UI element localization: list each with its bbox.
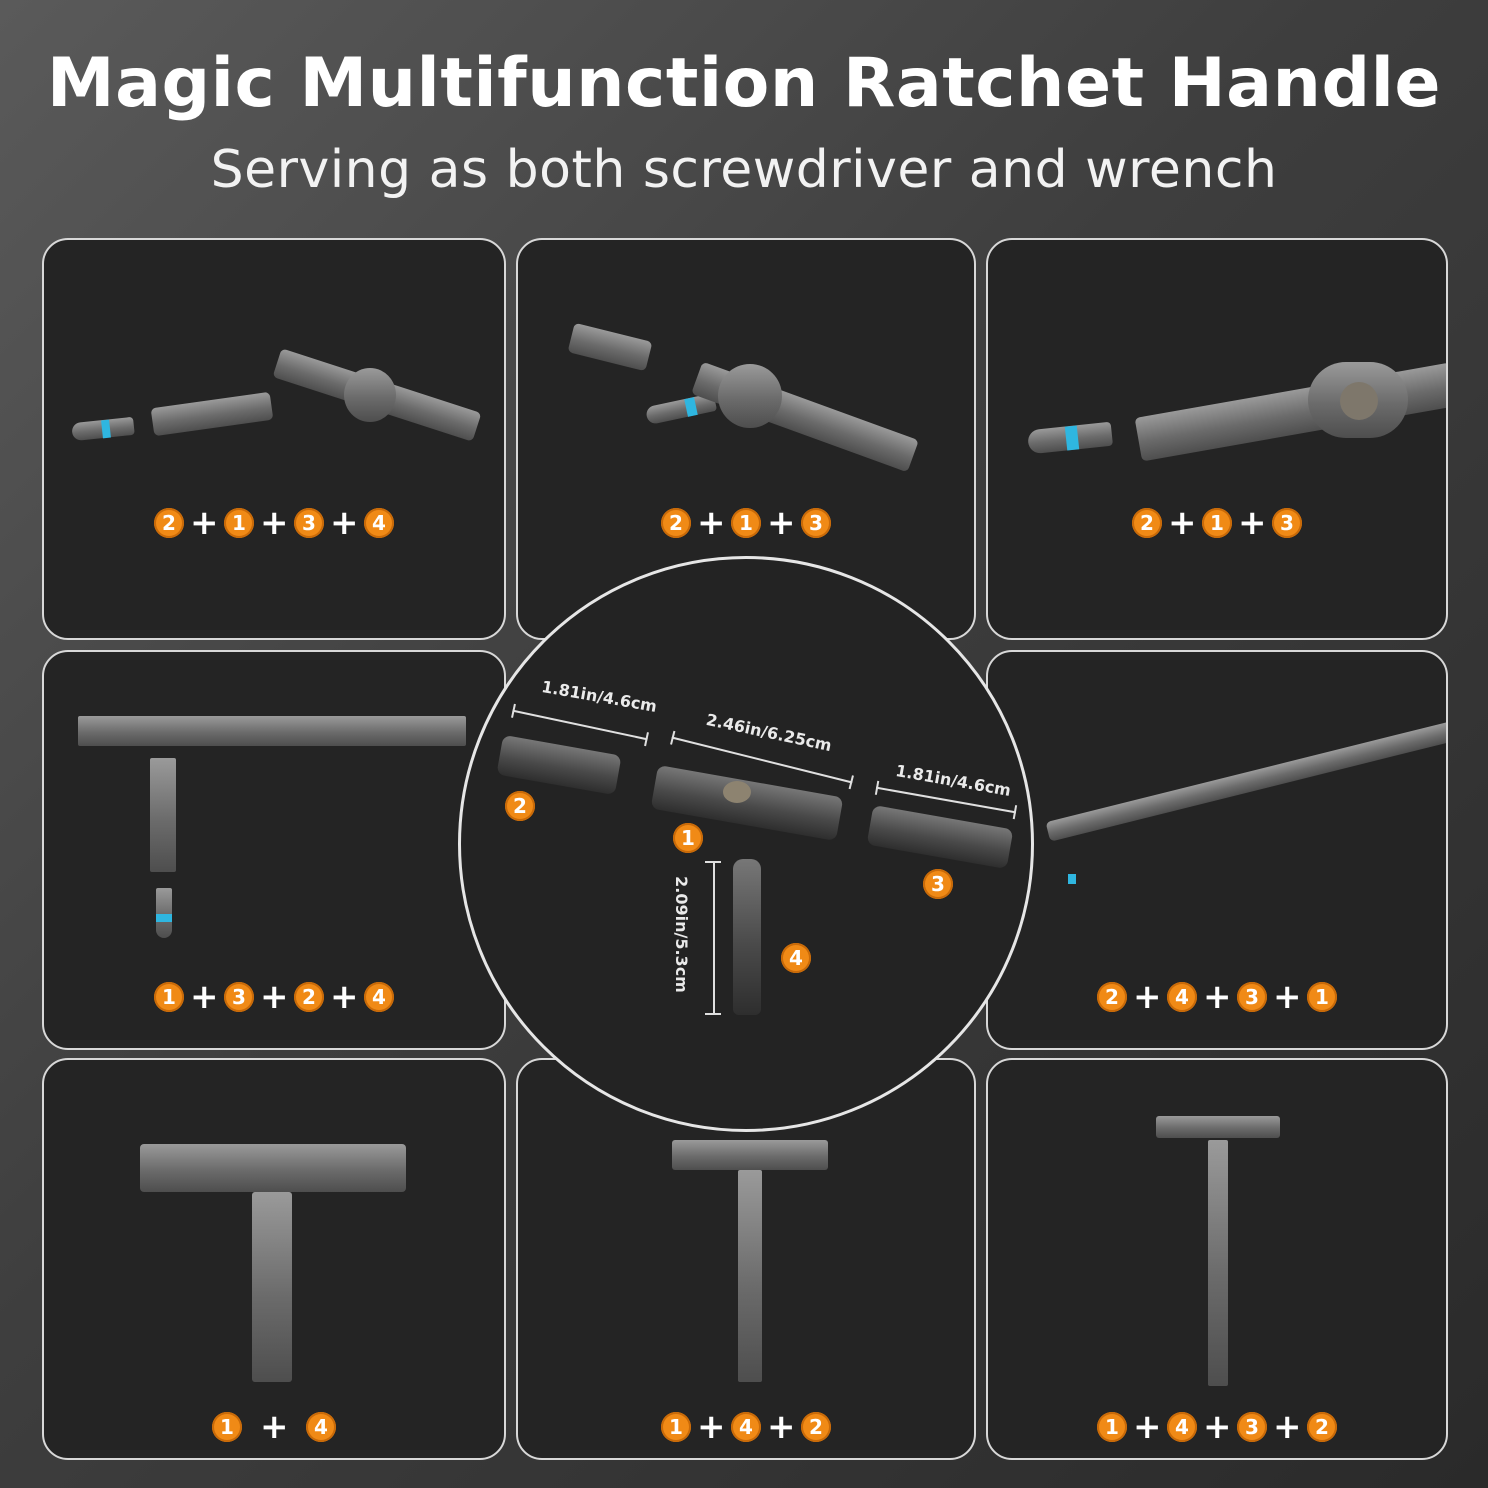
shaft-image xyxy=(150,758,176,872)
plus-icon: + xyxy=(1273,1407,1302,1447)
badge-1: 1 xyxy=(1097,1412,1127,1442)
plus-icon: + xyxy=(697,1407,726,1447)
t-bar-image xyxy=(78,716,466,746)
formula: 1 + 4 + 2 xyxy=(518,1407,974,1447)
formula: 2 + 4 + 3 + 1 xyxy=(988,977,1446,1017)
plus-icon: + xyxy=(1273,977,1302,1017)
plus-icon: + xyxy=(330,977,359,1017)
formula: 2 + 1 + 3 xyxy=(988,503,1446,543)
badge-1: 1 xyxy=(154,982,184,1012)
badge-3: 3 xyxy=(801,508,831,538)
page-subtitle: Serving as both screwdriver and wrench xyxy=(210,140,1278,200)
part-3-image xyxy=(866,804,1014,870)
badge-2: 2 xyxy=(294,982,324,1012)
formula: 1 + 4 + 3 + 2 xyxy=(988,1407,1446,1447)
badge-3: 3 xyxy=(224,982,254,1012)
panel-middle-left: 1 + 3 + 2 + 4 xyxy=(42,650,506,1050)
badge-4: 4 xyxy=(364,982,394,1012)
badge-2: 2 xyxy=(505,791,535,821)
formula: 2 + 1 + 3 + 4 xyxy=(44,503,504,543)
dimension-line-vertical xyxy=(713,861,715,1013)
badge-3: 3 xyxy=(1272,508,1302,538)
plus-icon: + xyxy=(1133,977,1162,1017)
badge-3: 3 xyxy=(923,869,953,899)
panel-middle-right: 2 + 4 + 3 + 1 xyxy=(986,650,1448,1050)
dimension-line xyxy=(512,709,648,741)
badge-4: 4 xyxy=(781,943,811,973)
plus-icon: + xyxy=(260,1407,289,1447)
panel-bottom-right: 1 + 4 + 3 + 2 xyxy=(986,1058,1448,1460)
plus-icon: + xyxy=(697,503,726,543)
bit-accent xyxy=(156,914,172,922)
panel-bottom-left: 1 + 4 xyxy=(42,1058,506,1460)
ratchet-head-image xyxy=(718,364,782,428)
screwdriver-image xyxy=(1045,720,1446,842)
panel-top-right: 2 + 1 + 3 xyxy=(986,238,1448,640)
ratchet-head-image xyxy=(344,368,396,422)
plus-icon: + xyxy=(260,503,289,543)
dimension-label-part-1: 2.46in/6.25cm xyxy=(704,709,834,756)
plus-icon: + xyxy=(330,503,359,543)
plus-icon: + xyxy=(767,503,796,543)
shaft-image xyxy=(1208,1140,1228,1386)
plus-icon: + xyxy=(190,977,219,1017)
plus-icon: + xyxy=(190,503,219,543)
part-2-image xyxy=(496,734,622,796)
ratchet-switch-icon xyxy=(1340,382,1378,420)
plus-icon: + xyxy=(1238,503,1267,543)
panel-top-left: 2 + 1 + 3 + 4 xyxy=(42,238,506,640)
formula: 1 + 3 + 2 + 4 xyxy=(44,977,504,1017)
dimension-label-part-4: 2.09in/5.3cm xyxy=(671,876,691,993)
extension-image xyxy=(567,322,653,372)
shaft-image xyxy=(252,1192,292,1382)
t-bar-image xyxy=(672,1140,828,1170)
plus-icon: + xyxy=(767,1407,796,1447)
badge-2: 2 xyxy=(1097,982,1127,1012)
badge-3: 3 xyxy=(1237,982,1267,1012)
parts-diagram: 1.81in/4.6cm 2 2.46in/6.25cm 1 1.81in/4.… xyxy=(458,556,1034,1132)
dimension-tick xyxy=(705,861,721,863)
dimension-label-part-2: 1.81in/4.6cm xyxy=(540,677,659,716)
badge-2: 2 xyxy=(1307,1412,1337,1442)
badge-1: 1 xyxy=(673,823,703,853)
badge-2: 2 xyxy=(1132,508,1162,538)
part-4-image xyxy=(733,859,761,1015)
t-bar-image xyxy=(140,1144,406,1192)
badge-1: 1 xyxy=(661,1412,691,1442)
formula: 1 + 4 xyxy=(44,1407,504,1447)
badge-1: 1 xyxy=(1202,508,1232,538)
badge-4: 4 xyxy=(1167,982,1197,1012)
badge-4: 4 xyxy=(1167,1412,1197,1442)
badge-2: 2 xyxy=(154,508,184,538)
panel-bottom-center: 1 + 4 + 2 xyxy=(516,1058,976,1460)
bit-accent xyxy=(1068,874,1076,884)
dimension-tick xyxy=(705,1013,721,1015)
plus-icon: + xyxy=(1133,1407,1162,1447)
plus-icon: + xyxy=(1203,1407,1232,1447)
page-title: Magic Multifunction Ratchet Handle xyxy=(46,44,1442,123)
formula: 2 + 1 + 3 xyxy=(518,503,974,543)
bit-accent xyxy=(1064,425,1080,451)
badge-1: 1 xyxy=(212,1412,242,1442)
badge-1: 1 xyxy=(224,508,254,538)
plus-icon: + xyxy=(260,977,289,1017)
t-bar-image xyxy=(1156,1116,1280,1138)
bit-image xyxy=(156,888,172,938)
badge-1: 1 xyxy=(1307,982,1337,1012)
badge-4: 4 xyxy=(364,508,394,538)
badge-1: 1 xyxy=(731,508,761,538)
badge-2: 2 xyxy=(801,1412,831,1442)
badge-3: 3 xyxy=(294,508,324,538)
badge-3: 3 xyxy=(1237,1412,1267,1442)
ratchet-switch-icon xyxy=(723,781,751,803)
badge-4: 4 xyxy=(731,1412,761,1442)
plus-icon: + xyxy=(1203,977,1232,1017)
badge-4: 4 xyxy=(306,1412,336,1442)
badge-2: 2 xyxy=(661,508,691,538)
shaft-image xyxy=(738,1170,762,1382)
extension-image xyxy=(150,391,274,437)
plus-icon: + xyxy=(1168,503,1197,543)
